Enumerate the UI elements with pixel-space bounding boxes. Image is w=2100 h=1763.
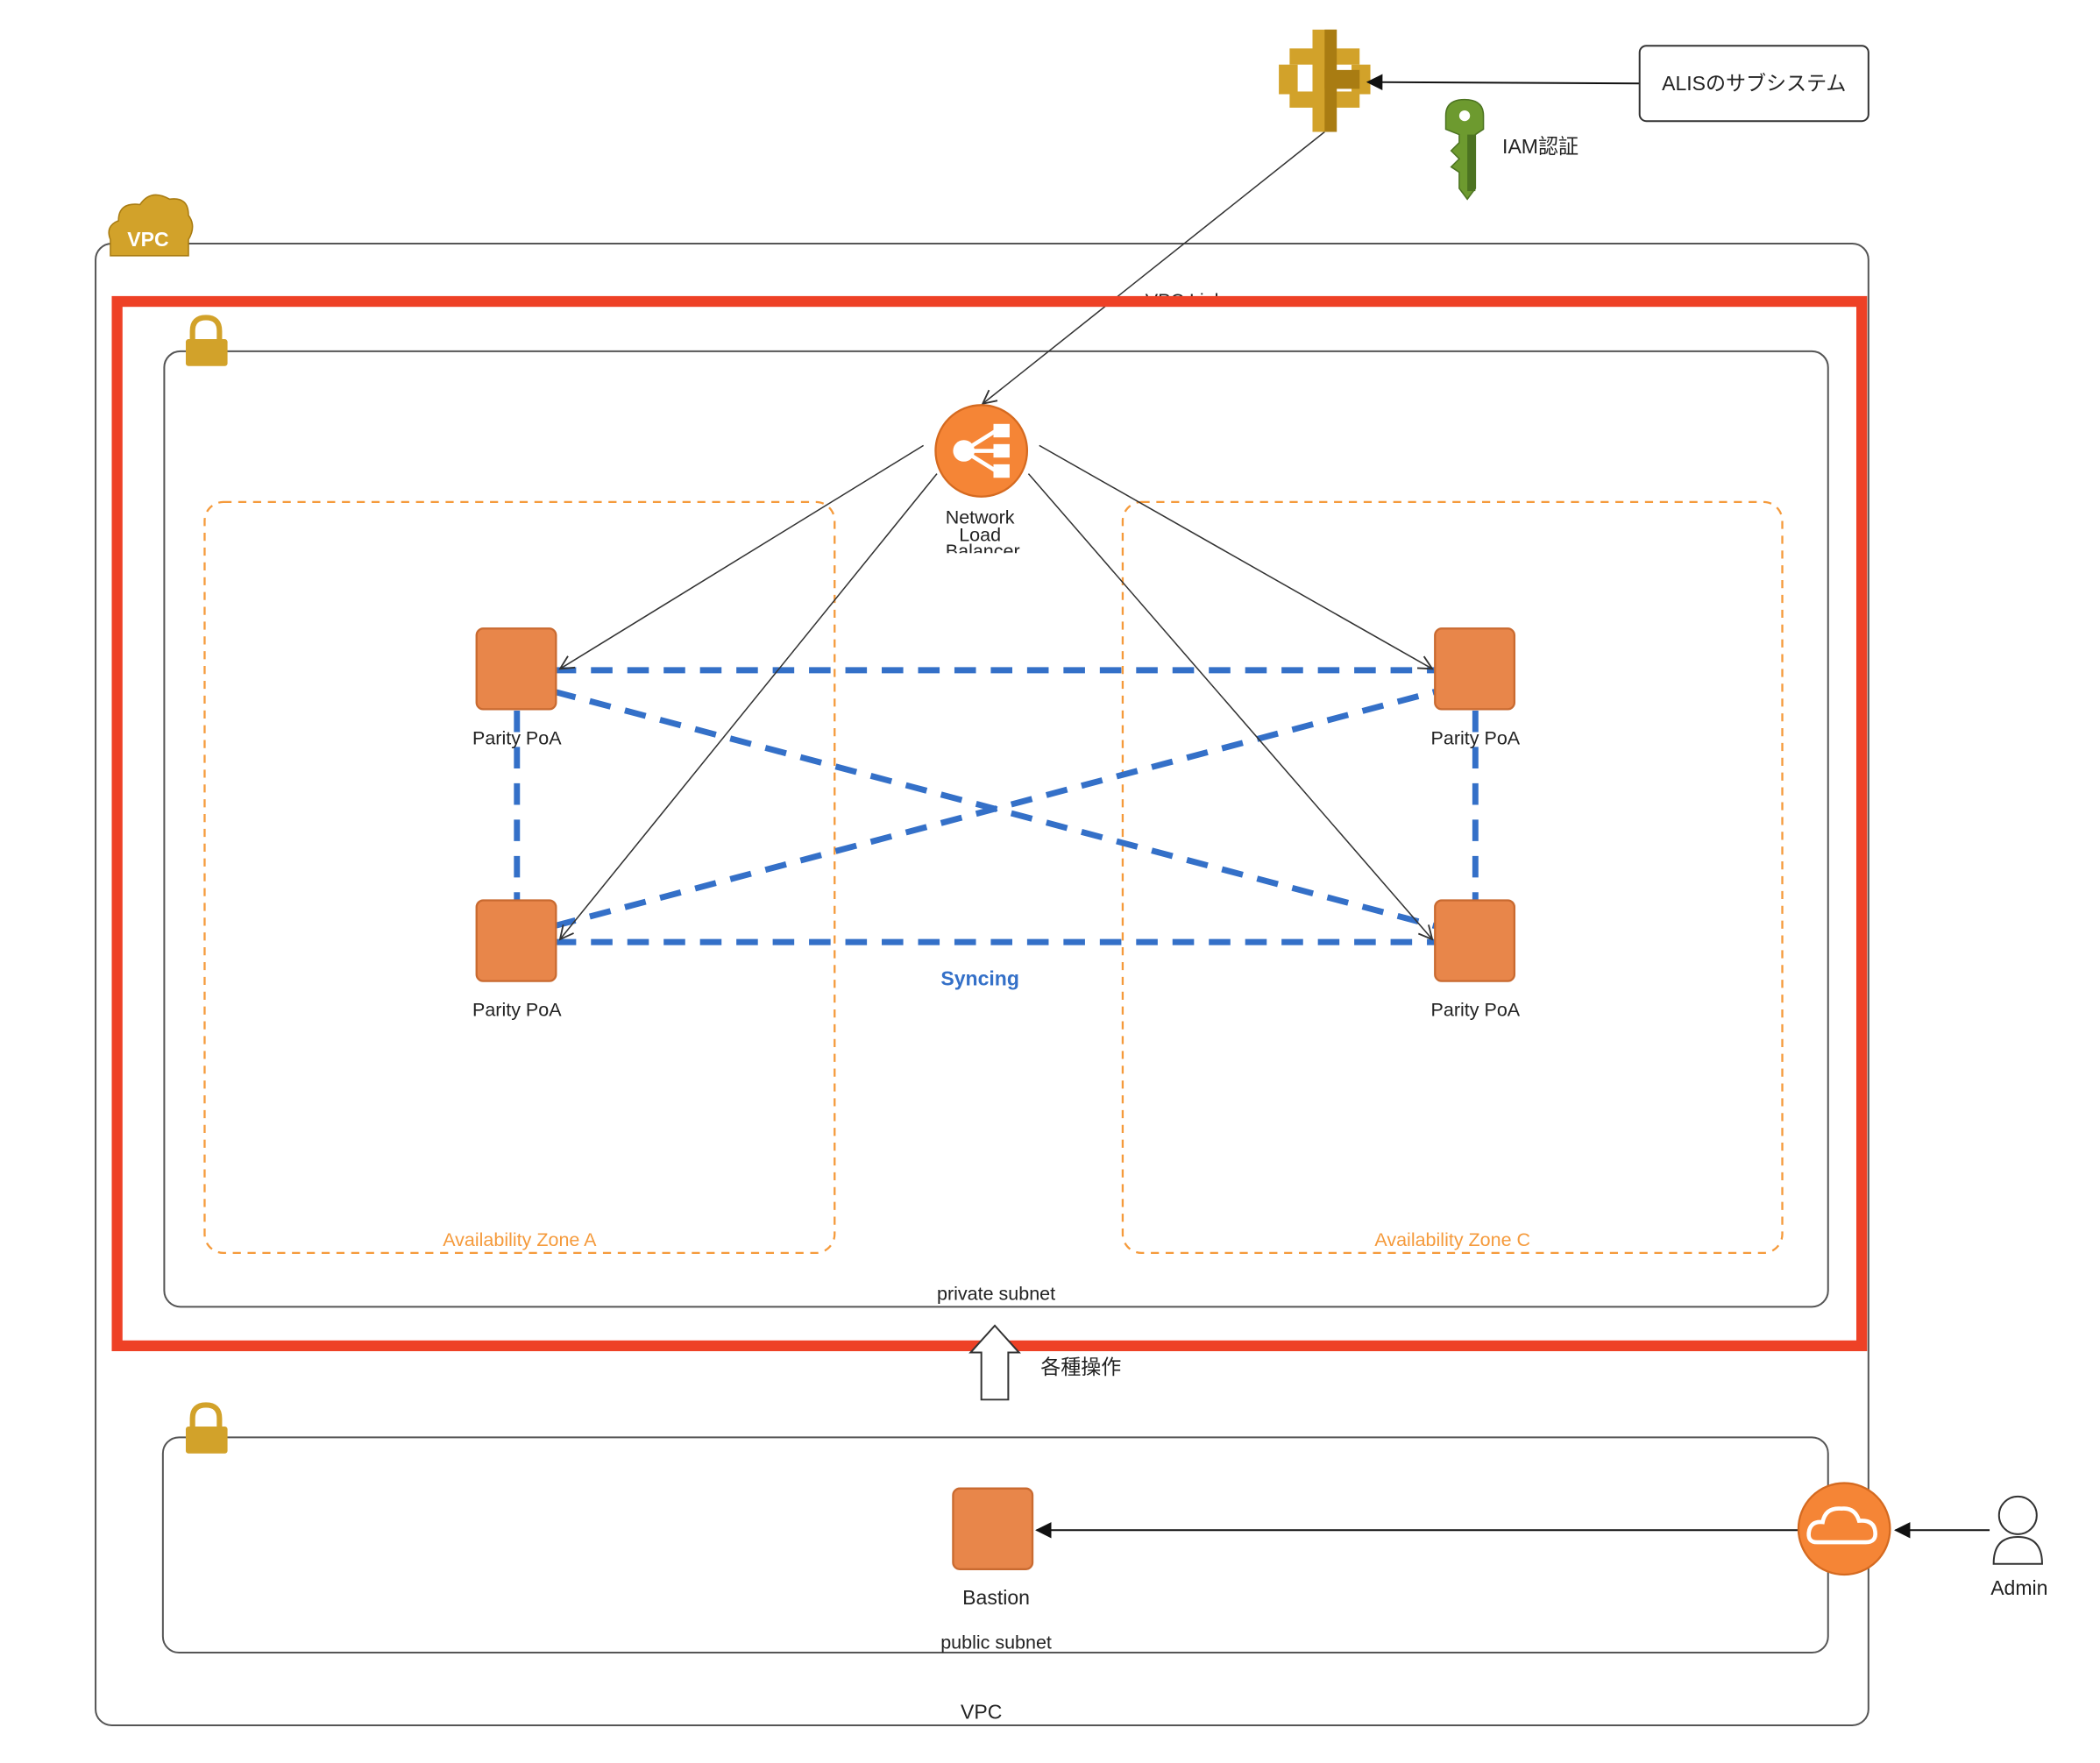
- bastion-node: Bastion: [952, 1487, 1034, 1609]
- sync-line-diagonal-2: [553, 689, 1437, 930]
- availability-zone-a-label: Availability Zone A: [443, 1229, 597, 1250]
- vpc-label: VPC: [961, 1700, 1002, 1723]
- vpc-badge: VPC: [127, 228, 168, 251]
- ec2-instance-icon: [1434, 899, 1516, 982]
- ec2-instance-icon: [475, 627, 557, 711]
- public-subnet-label: public subnet: [940, 1632, 1052, 1653]
- nlb-to-node-1: [560, 444, 925, 669]
- alis-subsystem-label: ALISのサブシステム: [1662, 72, 1846, 95]
- ec2-instance-icon: [1434, 627, 1516, 711]
- syncing-lines: [514, 667, 1479, 945]
- availability-zone-c-label: Availability Zone C: [1374, 1229, 1530, 1250]
- availability-zone-a: [203, 500, 836, 1255]
- parity-node-4-label: Parity PoA: [1431, 1000, 1521, 1021]
- parity-node-2: Parity PoA: [472, 899, 562, 1021]
- parity-node-1-label: Parity PoA: [472, 727, 562, 748]
- load-balancer-icon: [934, 404, 1029, 498]
- private-subnet-container: [163, 350, 1829, 1308]
- admin-label: Admin: [1990, 1576, 2047, 1599]
- parity-node-1: Parity PoA: [472, 627, 562, 748]
- nlb-to-node-4: [1027, 473, 1432, 939]
- lock-icon: [185, 315, 228, 366]
- bastion-label: Bastion: [962, 1586, 1030, 1609]
- parity-node-3: Parity PoA: [1431, 627, 1521, 748]
- lock-icon: [185, 1402, 228, 1454]
- api-gateway-icon: [1279, 29, 1371, 132]
- vpc-cloud-icon: [108, 194, 194, 257]
- ec2-instance-icon: [952, 1487, 1034, 1570]
- parity-node-3-label: Parity PoA: [1431, 727, 1521, 748]
- operation-label: 各種操作: [1040, 1356, 1121, 1378]
- alis-subsystem-box: [1638, 45, 1869, 123]
- private-subnet-label: private subnet: [937, 1284, 1055, 1305]
- vpc-container: [95, 242, 1869, 1726]
- api-gateway-to-nlb: [983, 131, 1325, 404]
- nlb-to-node-2: [560, 473, 938, 939]
- availability-zone-c: [1121, 500, 1784, 1255]
- user-icon: [1992, 1495, 2043, 1565]
- parity-node-2-label: Parity PoA: [472, 1000, 562, 1021]
- parity-node-4: Parity PoA: [1431, 899, 1521, 1021]
- internet-gateway-cloud-icon: [1797, 1482, 1891, 1576]
- operation-arrow-icon: [968, 1324, 1021, 1401]
- load-balancer-label-line2: Load: [959, 524, 1001, 545]
- nlb-to-node-3: [1039, 444, 1432, 669]
- subsystem-to-api-gateway-arrow: [1366, 74, 1640, 90]
- ec2-instance-icon: [475, 899, 557, 982]
- syncing-label: Syncing: [940, 966, 1019, 989]
- iam-label: IAM認証: [1502, 135, 1579, 158]
- iam-key-icon: [1444, 98, 1485, 201]
- load-balancer-label-line1: Network: [946, 506, 1015, 527]
- load-balancer-connections: [560, 131, 1432, 940]
- label-clip-mask: [928, 553, 1037, 567]
